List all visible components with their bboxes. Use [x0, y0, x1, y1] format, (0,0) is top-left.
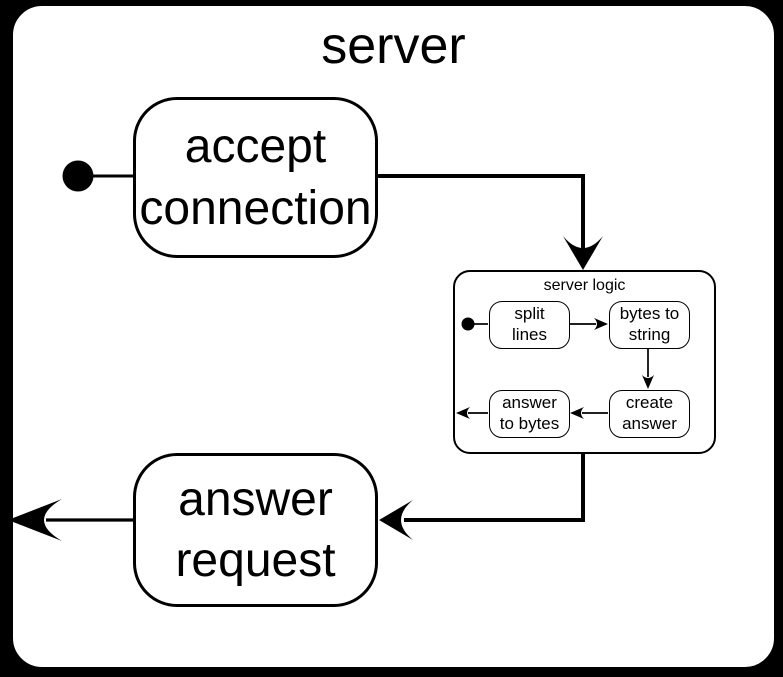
- substate-split-lines: split lines: [489, 301, 570, 349]
- composite-state-server-logic: server logic split lines bytes to string…: [453, 270, 716, 454]
- state-accept-connection: accept connection: [133, 97, 378, 258]
- substate-label-line: lines: [512, 325, 547, 344]
- substate-answer-to-bytes: answer to bytes: [489, 390, 570, 438]
- state-label-line: request: [175, 534, 336, 587]
- substate-label-line: bytes to: [619, 304, 680, 324]
- substate-label-line: answer: [502, 393, 557, 413]
- substate-label-line: create: [625, 393, 674, 413]
- server-logic-title: server logic: [543, 277, 626, 294]
- substate-label-line: answer: [622, 414, 677, 433]
- substate-bytes-to-string: bytes to string: [609, 301, 690, 349]
- state-label-line: answer: [178, 472, 333, 526]
- state-label-line: connection: [139, 181, 372, 235]
- substate-create-answer: create answer: [609, 390, 690, 438]
- state-label-line: accept: [184, 120, 327, 174]
- state-answer-request: answer request: [133, 453, 378, 607]
- state-server-title: server: [321, 17, 466, 75]
- substate-label-line: string: [628, 325, 671, 344]
- substate-label-line: to bytes: [499, 414, 560, 433]
- substate-label-line: split: [514, 304, 545, 324]
